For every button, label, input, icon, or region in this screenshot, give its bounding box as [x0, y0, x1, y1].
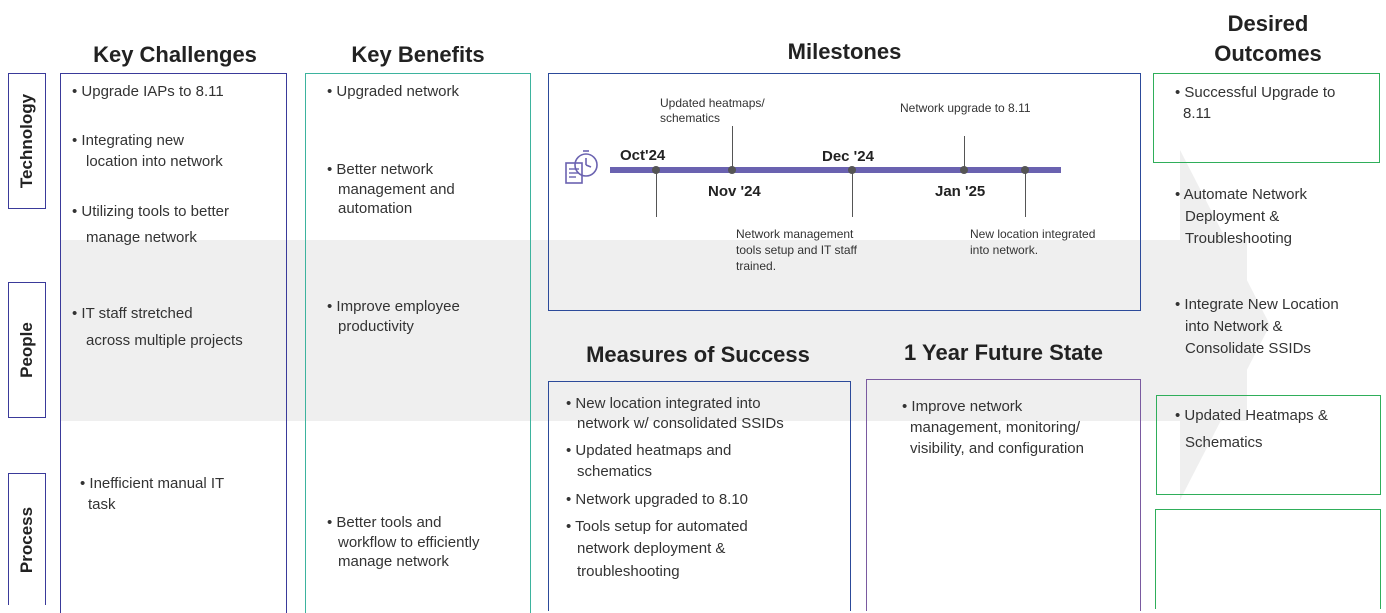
future-item-1-cont2: visibility, and configuration — [910, 440, 1084, 457]
measure-item-4-cont2: troubleshooting — [577, 563, 680, 580]
benefit-item-4-cont2: manage network — [338, 553, 449, 570]
milestone-label-location: New location integrated — [970, 227, 1096, 241]
benefit-item-2-cont1: management and — [338, 181, 455, 198]
benefit-item-4: • Better tools and — [327, 514, 442, 531]
timeline-tick-oct — [656, 170, 657, 217]
milestone-label-location-cont: into network. — [970, 243, 1039, 257]
milestone-label-heatmaps: Updated heatmaps/ — [660, 96, 765, 110]
milestone-date-jan: Jan '25 — [935, 183, 986, 200]
milestone-label-tools-cont2: trained. — [736, 259, 777, 273]
heading-future-state: 1 Year Future State — [904, 340, 1103, 365]
milestone-label-tools-cont1: tools setup and IT staff — [736, 243, 857, 257]
challenge-item-2: • Integrating new — [72, 132, 184, 149]
benefit-item-1: • Upgraded network — [327, 83, 459, 100]
challenge-item-5-cont: task — [88, 496, 116, 513]
timeline-dot — [652, 166, 660, 174]
timeline-document-clock-icon — [565, 150, 598, 184]
timeline-dot — [728, 166, 736, 174]
timeline-dot — [1021, 166, 1029, 174]
heading-desired-line2: Outcomes — [1214, 41, 1322, 66]
timeline-dot — [960, 166, 968, 174]
challenges-box — [60, 73, 287, 613]
outcome-item-2-cont1: Deployment & — [1185, 208, 1280, 225]
milestones-box — [548, 73, 1141, 311]
timeline-tick-end — [1025, 170, 1026, 217]
future-item-1-cont1: management, monitoring/ — [910, 419, 1081, 436]
measure-item-2: • Updated heatmaps and — [566, 442, 732, 459]
challenge-item-2-cont: location into network — [86, 153, 223, 170]
row-label-people: People — [8, 282, 46, 418]
outcome-item-1-cont: 8.11 — [1183, 105, 1212, 122]
row-label-technology: Technology — [8, 73, 46, 209]
benefit-item-4-cont1: workflow to efficiently — [338, 534, 480, 551]
outcome-box-5 — [1155, 509, 1381, 609]
band-arrowhead — [1180, 150, 1270, 500]
row-label-process: Process — [8, 473, 46, 605]
heading-key-challenges: Key Challenges — [93, 42, 257, 67]
milestone-date-oct: Oct'24 — [620, 147, 666, 164]
benefit-item-3: • Improve employee — [327, 298, 460, 315]
challenge-item-1: • Upgrade IAPs to 8.11 — [72, 83, 224, 100]
challenge-item-5: • Inefficient manual IT — [80, 475, 225, 492]
heading-measures: Measures of Success — [586, 342, 810, 367]
outcome-box-1 — [1153, 73, 1380, 163]
milestone-label-heatmaps-cont: schematics — [660, 111, 721, 125]
heading-key-benefits: Key Benefits — [351, 42, 485, 67]
outcome-item-2-cont2: Troubleshooting — [1185, 230, 1293, 247]
outcome-item-3-cont1: into Network & — [1185, 318, 1283, 335]
challenge-item-4: • IT staff stretched — [72, 305, 193, 322]
benefits-box — [305, 73, 531, 613]
future-item-1: • Improve network — [902, 398, 1023, 415]
outcome-item-4: • Updated Heatmaps & — [1175, 407, 1328, 424]
timeline-tick-dec — [852, 170, 853, 217]
measure-item-1: • New location integrated into — [566, 395, 761, 412]
benefit-item-3-cont: productivity — [338, 318, 414, 335]
heading-milestones: Milestones — [787, 39, 902, 64]
challenge-item-3: • Utilizing tools to better — [72, 203, 229, 220]
milestone-date-nov: Nov '24 — [708, 183, 761, 200]
future-state-box — [866, 379, 1141, 611]
milestone-date-dec: Dec '24 — [822, 148, 874, 165]
measure-item-1-cont: network w/ consolidated SSIDs — [577, 415, 784, 432]
benefit-item-2: • Better network — [327, 161, 434, 178]
background-band — [60, 240, 1247, 421]
benefit-item-2-cont2: automation — [338, 200, 413, 217]
measures-box — [548, 381, 851, 611]
milestone-label-upgrade: Network upgrade to 8.11 — [900, 101, 1031, 115]
outcome-item-2: • Automate Network — [1175, 186, 1307, 203]
measure-item-2-cont: schematics — [577, 463, 653, 480]
outcome-item-3: • Integrate New Location — [1175, 296, 1339, 313]
measure-item-4-cont1: network deployment & — [577, 540, 726, 557]
timeline-bar — [610, 167, 1061, 173]
measure-item-4: • Tools setup for automated — [566, 518, 748, 535]
measure-item-3: • Network upgraded to 8.10 — [566, 491, 749, 508]
outcome-box-4 — [1156, 395, 1381, 495]
milestone-label-tools: Network management — [736, 227, 854, 241]
heading-desired-line1: Desired — [1227, 11, 1309, 36]
outcome-item-4-cont: Schematics — [1185, 434, 1263, 451]
timeline-tick-jan — [964, 136, 965, 171]
timeline-tick-nov — [732, 126, 733, 171]
timeline-dot — [848, 166, 856, 174]
outcome-item-1: • Successful Upgrade to — [1175, 84, 1336, 101]
challenge-item-4-cont: across multiple projects — [86, 332, 243, 349]
challenge-item-3-cont: manage network — [86, 229, 197, 246]
outcome-item-3-cont2: Consolidate SSIDs — [1185, 340, 1311, 357]
